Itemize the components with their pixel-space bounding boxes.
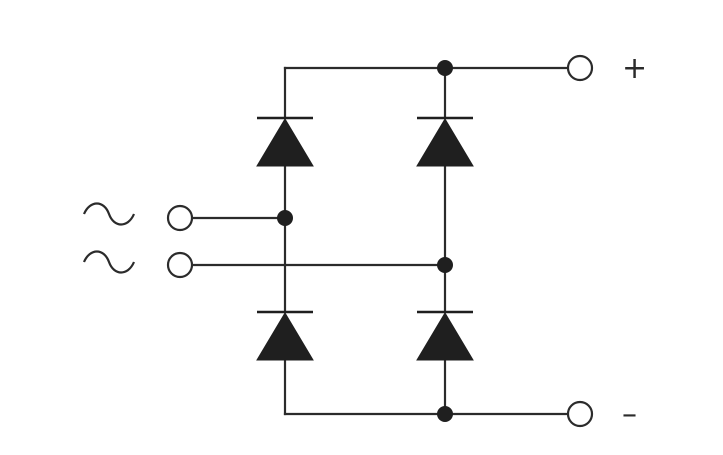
ac-symbols	[82, 202, 136, 274]
label-positive: +	[622, 51, 647, 86]
diode-triangle	[416, 312, 474, 361]
ac-symbol-1-icon	[82, 202, 136, 226]
diode-triangle	[256, 312, 314, 361]
ac-symbol-2-icon	[82, 250, 136, 274]
junction-bottom-right	[437, 406, 453, 422]
diode-top-left	[256, 116, 314, 167]
diode-triangle	[416, 118, 474, 167]
terminal-positive	[566, 54, 594, 82]
junction-top-right	[437, 60, 453, 76]
terminals	[166, 54, 594, 428]
terminal-negative	[566, 400, 594, 428]
junctions	[277, 60, 453, 422]
terminal-ac-2	[166, 251, 194, 279]
diode-triangle	[256, 118, 314, 167]
diode-bottom-right	[416, 310, 474, 361]
junction-ac-left	[277, 210, 293, 226]
wires	[190, 66, 570, 416]
label-negative: –	[622, 397, 637, 432]
diode-top-right	[416, 116, 474, 167]
diode-bottom-left	[256, 310, 314, 361]
junction-ac-right	[437, 257, 453, 273]
terminal-ac-1	[166, 204, 194, 232]
